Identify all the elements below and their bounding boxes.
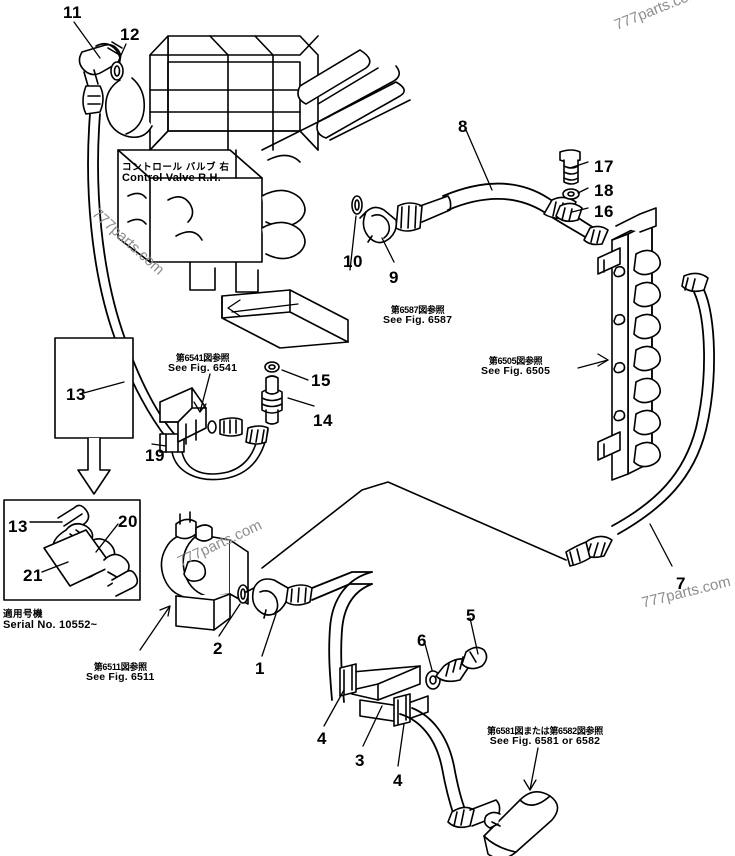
control-valve-body (104, 35, 411, 293)
part-5-bolt (435, 646, 488, 683)
fig-6505-reference-en: See Fig. 6505 (481, 365, 551, 378)
callout-9: 9 (389, 268, 399, 287)
part-18-washer (562, 188, 580, 200)
callout-5: 5 (466, 606, 476, 625)
fig-6541-reference-en: See Fig. 6541 (168, 362, 238, 375)
part-9-elbow (359, 206, 398, 244)
part-11-elbow (78, 41, 123, 115)
callout-4-upper: 4 (317, 729, 327, 748)
fig-6541-bolt (207, 417, 243, 437)
part-12-oring (110, 61, 124, 81)
hose-19-to-14 (171, 425, 269, 481)
fig-6541-reference: 第6541図参照 See Fig. 6541 (168, 353, 238, 375)
fig-6587-tube (221, 289, 349, 349)
callout-21: 21 (23, 566, 43, 585)
fig-6581-cylinder (483, 791, 559, 856)
fig-6541-reference-jp: 第6541図参照 (175, 353, 230, 363)
fig-6541-bracket (159, 387, 207, 445)
fig-6511-pump (160, 511, 249, 631)
callout-14: 14 (313, 411, 333, 430)
fig-6581-6582-reference-en: See Fig. 6581 or 6582 (489, 735, 601, 748)
part-14-fitting (261, 375, 283, 425)
fig-6587-reference-jp: 第6587図参照 (390, 305, 445, 315)
callout-1: 1 (255, 659, 265, 678)
serial-number-note-en: Serial No. 10552~ (3, 618, 98, 631)
fig-6587-reference: 第6587図参照 See Fig. 6587 (383, 305, 453, 327)
control-valve-label-en: Control Valve R.H. (122, 171, 221, 184)
part-13-hose (87, 113, 177, 441)
callout-3: 3 (355, 751, 365, 770)
part-16-clamp (555, 202, 583, 223)
fig-6581-6582-reference: 第6581図または第6582図参照 See Fig. 6581 or 6582 (487, 726, 603, 748)
part-4-clamp-upper (339, 663, 357, 697)
callout-17: 17 (594, 157, 614, 176)
fig-6511-reference-jp: 第6511図参照 (93, 662, 147, 672)
serial-number-note: 適用号機 Serial No. 10552~ (3, 610, 97, 632)
part-4-clamp-lower (393, 693, 411, 727)
fig-6511-reference: 第6511図参照 See Fig. 6511 (86, 662, 155, 684)
part-15-oring (264, 361, 280, 373)
callout-13-inset: 13 (8, 517, 28, 536)
callout-11: 11 (63, 3, 82, 22)
callout-15: 15 (311, 371, 331, 390)
part-7-hose (261, 272, 715, 569)
callout-8: 8 (458, 117, 468, 136)
pump-outlet-tube (285, 571, 373, 703)
callout-18: 18 (594, 181, 614, 200)
leader-lines (73, 21, 673, 791)
lower-tube-run (399, 707, 501, 829)
part-17-bolt (559, 149, 581, 185)
fig-6505-reference: 第6505図参照 See Fig. 6505 (481, 356, 551, 378)
fig-6505-manifold (597, 207, 662, 481)
control-valve-label: コントロール バルブ 右 Control Valve R.H. (122, 163, 229, 185)
control-valve-label-jp: コントロール バルブ 右 (122, 162, 230, 173)
callout-2: 2 (213, 639, 223, 658)
callout-12: 12 (120, 25, 140, 44)
part-1-elbow (245, 578, 290, 619)
part-10-oring (351, 195, 363, 215)
fig-6505-reference-jp: 第6505図参照 (488, 356, 543, 366)
fig-6511-reference-en: See Fig. 6511 (86, 671, 155, 684)
callout-4-lower: 4 (393, 771, 403, 790)
callout-13: 13 (66, 385, 86, 404)
part-3-bracket (351, 665, 429, 723)
part-13-callout-box (54, 337, 134, 495)
callout-20: 20 (118, 512, 138, 531)
serial-number-note-jp: 適用号機 (3, 609, 44, 620)
callout-10: 10 (343, 252, 363, 271)
callout-16: 16 (594, 202, 614, 221)
fig-6581-6582-reference-jp: 第6581図または第6582図参照 (487, 726, 603, 736)
callout-19: 19 (145, 446, 165, 465)
callout-7: 7 (676, 574, 686, 593)
fig-6587-reference-en: See Fig. 6587 (383, 314, 453, 327)
serial-inset-box (3, 499, 141, 601)
part-2-oring (237, 584, 249, 604)
callout-6: 6 (417, 631, 427, 650)
